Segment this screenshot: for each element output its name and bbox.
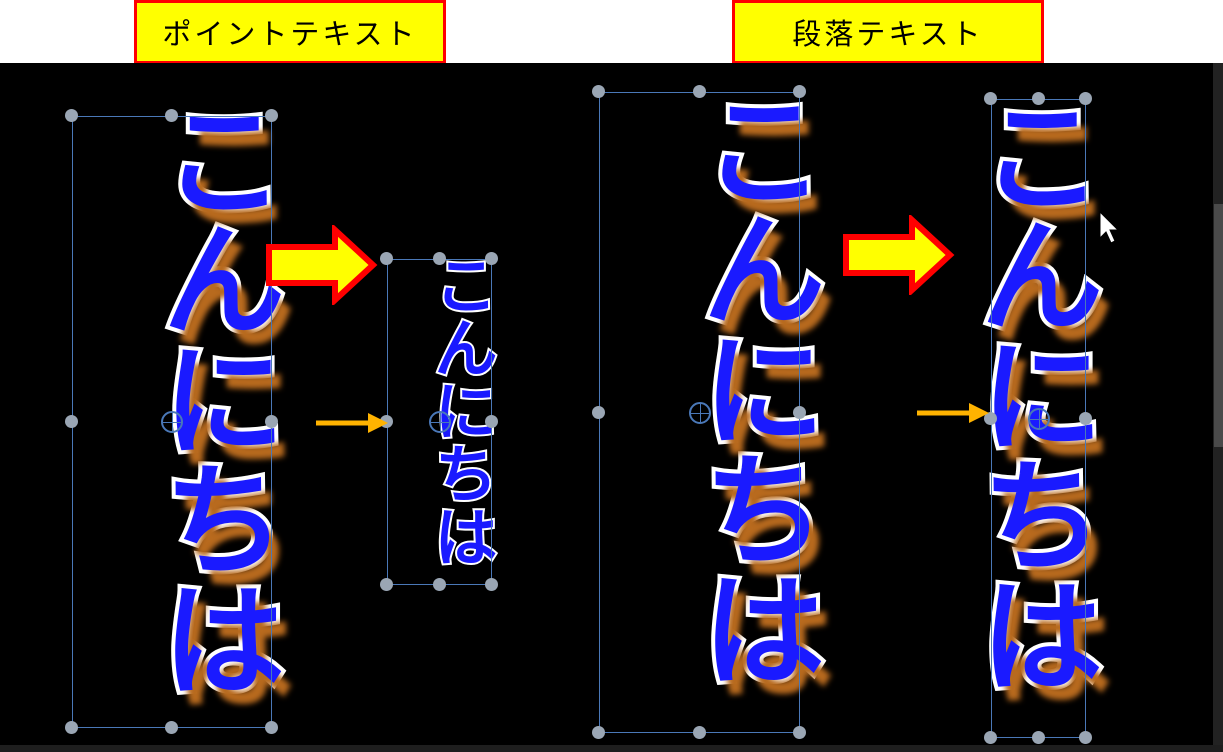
resize-handle[interactable] xyxy=(485,252,498,265)
bottom-bar xyxy=(0,745,1223,752)
resize-handle[interactable] xyxy=(485,415,498,428)
resize-handle[interactable] xyxy=(1079,731,1092,744)
mouse-cursor-icon xyxy=(1099,210,1120,244)
resize-handle[interactable] xyxy=(432,578,446,591)
resize-handle[interactable] xyxy=(380,252,393,265)
resize-handle[interactable] xyxy=(65,109,78,122)
resize-handle[interactable] xyxy=(1079,92,1092,105)
resize-handle[interactable] xyxy=(1031,92,1045,105)
paragraph-text-after[interactable]: こんにちは xyxy=(954,88,1106,696)
big-arrow-left xyxy=(266,225,378,305)
point-text-large[interactable]: こんにちは xyxy=(136,92,288,700)
resize-handle[interactable] xyxy=(165,721,178,734)
resize-handle[interactable] xyxy=(592,726,605,739)
paragraph-text-before[interactable]: こんにちは xyxy=(676,82,828,690)
resize-handle[interactable] xyxy=(265,721,278,734)
point-text-label: ポイントテキスト xyxy=(134,0,446,64)
resize-handle[interactable] xyxy=(793,726,806,739)
resize-handle[interactable] xyxy=(1031,731,1045,744)
resize-handle[interactable] xyxy=(485,578,498,591)
resize-handle[interactable] xyxy=(65,415,78,428)
resize-handle[interactable] xyxy=(380,578,393,591)
resize-handle[interactable] xyxy=(265,109,278,122)
big-arrow-right xyxy=(843,215,955,295)
reference-point-icon[interactable] xyxy=(428,411,451,433)
scrollbar-thumb[interactable] xyxy=(1214,204,1223,447)
resize-handle[interactable] xyxy=(165,109,178,122)
resize-handle[interactable] xyxy=(592,405,605,419)
resize-handle[interactable] xyxy=(793,405,806,419)
point-text-small[interactable]: こんにちは xyxy=(421,250,499,569)
small-arrow-right xyxy=(917,403,989,423)
resize-handle[interactable] xyxy=(793,85,806,98)
resize-handle[interactable] xyxy=(432,252,446,265)
small-arrow-left xyxy=(316,413,388,433)
resize-handle[interactable] xyxy=(984,411,997,425)
resize-handle[interactable] xyxy=(984,731,997,744)
resize-handle[interactable] xyxy=(984,92,997,105)
reference-point-icon[interactable] xyxy=(161,411,183,433)
resize-handle[interactable] xyxy=(265,415,278,428)
reference-point-icon[interactable] xyxy=(688,401,711,424)
resize-handle[interactable] xyxy=(1079,411,1092,425)
resize-handle[interactable] xyxy=(592,85,605,98)
resize-handle[interactable] xyxy=(65,721,78,734)
resize-handle[interactable] xyxy=(692,726,706,739)
paragraph-text-label: 段落テキスト xyxy=(732,0,1044,64)
canvas[interactable] xyxy=(0,63,1223,752)
reference-point-icon[interactable] xyxy=(1027,407,1050,430)
resize-handle[interactable] xyxy=(692,85,706,98)
